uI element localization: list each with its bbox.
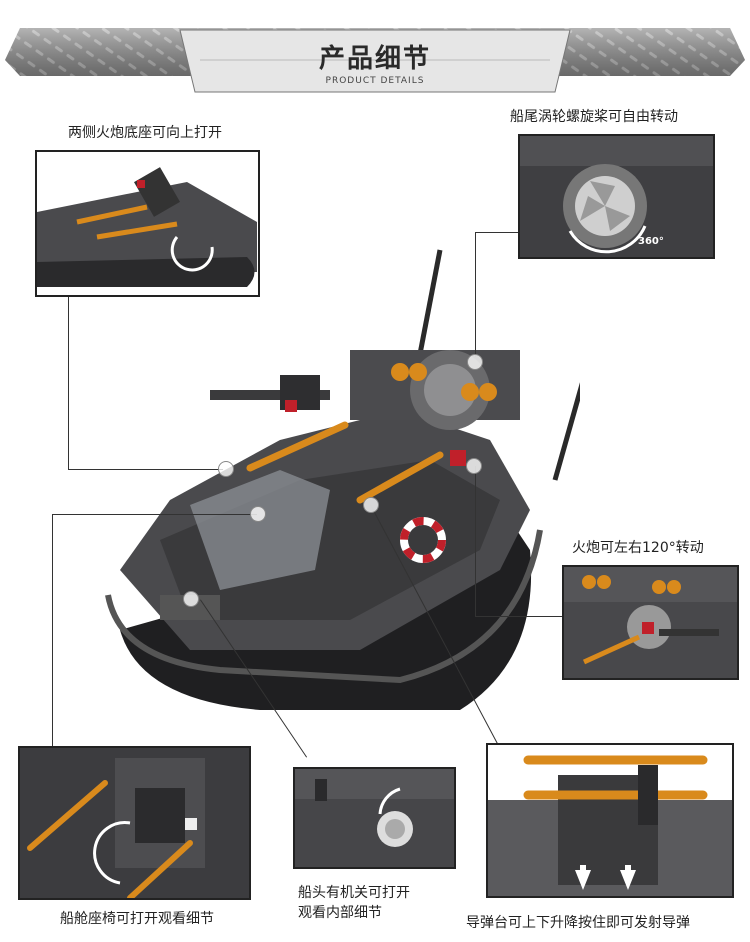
propeller-360-badge: 360°: [638, 236, 664, 247]
detail-marker[interactable]: [466, 458, 482, 474]
caption-cannon-base: 两侧火炮底座可向上打开: [68, 125, 222, 141]
detail-image-cannon-base: [35, 150, 260, 297]
metal-plate-banner: [5, 28, 745, 93]
leader-line: [52, 514, 53, 746]
leader-line: [52, 514, 257, 515]
detail-image-cannon-rotate: [562, 565, 739, 680]
leader-line: [475, 616, 565, 617]
hovercraft-main-image: [100, 240, 580, 720]
caption-cabin-seat: 船舱座椅可打开观看细节: [60, 911, 214, 927]
detail-image-missile-platform: [486, 743, 734, 898]
detail-marker[interactable]: [467, 354, 483, 370]
caption-bow-hatch-line1: 船头有机关可打开: [298, 885, 410, 901]
leader-line: [475, 232, 520, 233]
detail-marker[interactable]: [250, 506, 266, 522]
leader-line: [68, 469, 223, 470]
caption-bow-hatch-line2: 观看内部细节: [298, 905, 382, 921]
page-subtitle: PRODUCT DETAILS: [325, 76, 425, 86]
detail-marker[interactable]: [363, 497, 379, 513]
detail-image-cabin-seat: [18, 746, 251, 900]
detail-image-bow-hatch: [293, 767, 456, 869]
leader-line: [68, 296, 69, 469]
page-title: 产品细节: [318, 44, 431, 74]
caption-propeller: 船尾涡轮螺旋桨可自由转动: [510, 109, 678, 125]
detail-image-propeller: 360°: [518, 134, 715, 259]
detail-marker[interactable]: [183, 591, 199, 607]
leader-line: [475, 466, 476, 616]
caption-cannon-rotate: 火炮可左右120°转动: [572, 540, 704, 556]
header-banner: [0, 0, 750, 98]
detail-marker[interactable]: [218, 461, 234, 477]
caption-missile-platform: 导弹台可上下升降按住即可发射导弹: [466, 915, 690, 931]
leader-line: [475, 232, 476, 357]
